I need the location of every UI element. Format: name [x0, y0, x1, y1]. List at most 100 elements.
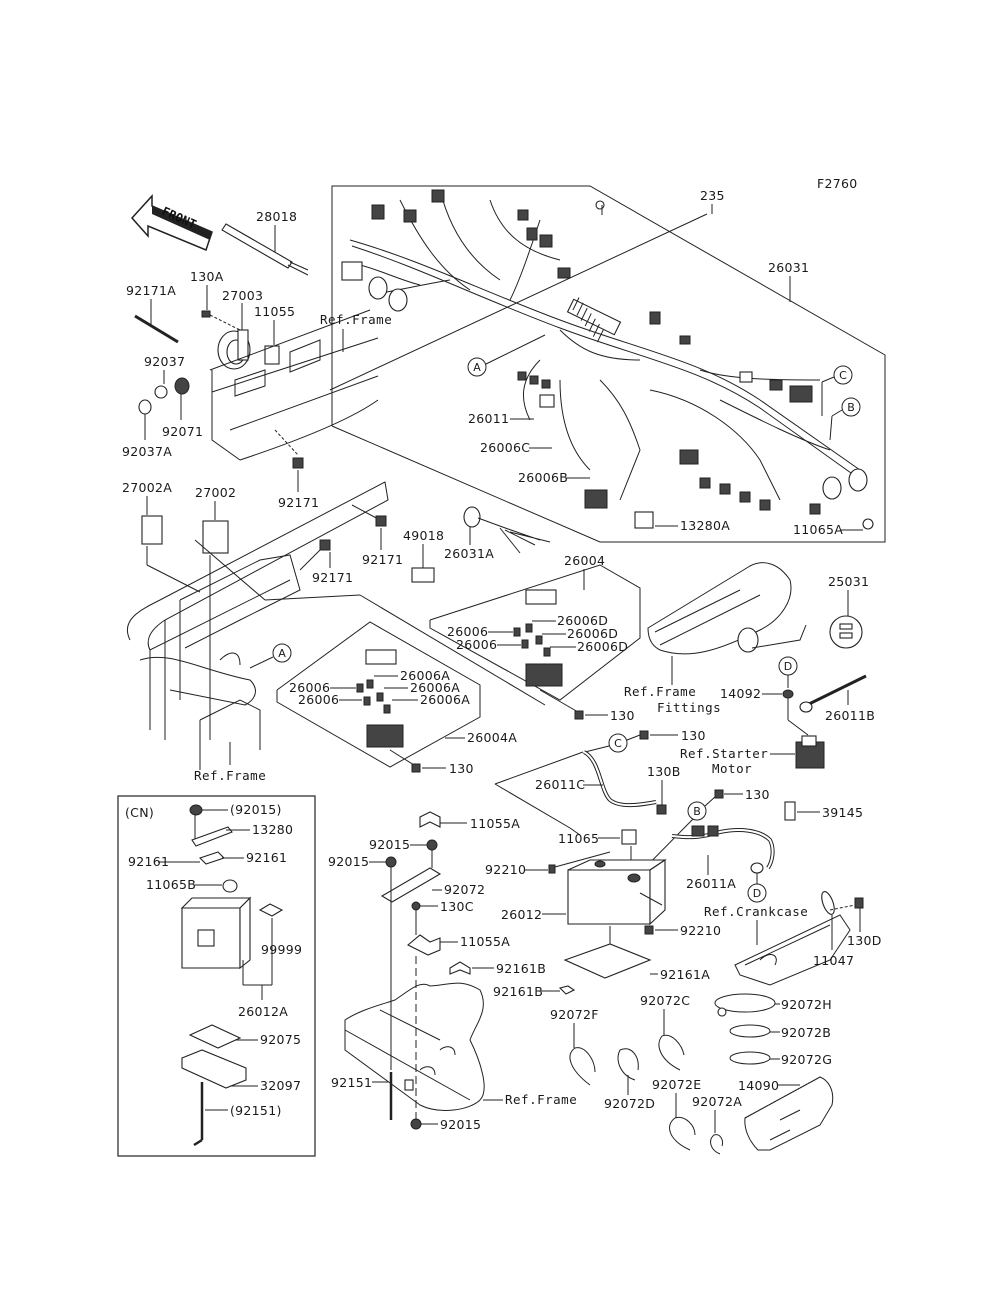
part-label: 13280A [680, 518, 730, 533]
fusebox-26004-group [429, 564, 641, 701]
part-label: 92072B [781, 1025, 831, 1040]
part-label: 11065 [558, 831, 599, 846]
clamp-92072A [710, 1134, 723, 1155]
part-label: 92072D [604, 1096, 655, 1111]
part-label: 32097 [260, 1078, 301, 1093]
relay [141, 515, 163, 545]
part-label: 26006 [447, 624, 488, 639]
battery-pad [188, 1024, 242, 1049]
svg-text:B: B [693, 805, 701, 818]
clip [292, 457, 304, 469]
part-label: 26031A [444, 546, 494, 561]
part-label: 26012A [238, 1004, 288, 1019]
clamp-92072D [617, 1048, 639, 1081]
part-label: 11065A [793, 522, 843, 537]
middle-frame [126, 481, 389, 770]
part-label: 26011B [825, 708, 875, 723]
part-label: 92161 [128, 854, 169, 869]
part-label: 130 [681, 728, 706, 743]
grommet [154, 385, 168, 399]
bracket-11055A [407, 934, 441, 956]
horn [217, 329, 251, 370]
part-label: 92161B [493, 984, 543, 999]
part-label: 130A [190, 269, 224, 284]
nut [644, 925, 654, 935]
fusebox-26004A-group [276, 621, 481, 768]
part-label: 92210 [485, 862, 526, 877]
cn-inset-label: (CN) [125, 805, 154, 820]
fuse-box [525, 663, 563, 687]
sub-harness-26031A [463, 506, 551, 554]
part-label: (92015) [230, 802, 282, 817]
part-label: 26012 [501, 907, 542, 922]
part-label: 92075 [260, 1032, 301, 1047]
figure-id: F2760 [817, 176, 858, 191]
connector [411, 567, 435, 583]
part-label: 26006A [420, 692, 470, 707]
part-label: 92072A [692, 1094, 742, 1109]
clip [375, 515, 387, 527]
part-label: 130D [847, 933, 882, 948]
bracket-11055A [419, 811, 441, 828]
callout-c [833, 365, 853, 385]
terminal-cover [621, 829, 637, 845]
bolt [574, 710, 584, 720]
part-label: 26006 [289, 680, 330, 695]
nut [410, 1118, 422, 1130]
part-label: 26004 [564, 553, 605, 568]
part-label: 130 [745, 787, 770, 802]
clamp-92072H [714, 993, 776, 1013]
part-label: 92072H [781, 997, 832, 1012]
fuse-box-cover [525, 589, 557, 605]
part-label: 26011A [686, 876, 736, 891]
cap [174, 377, 190, 395]
starter-relay [795, 735, 825, 769]
part-label: 26006D [557, 613, 608, 628]
part-label: 130B [647, 764, 681, 779]
clip [319, 539, 331, 551]
part-label: 92171 [278, 495, 319, 510]
part-label: 39145 [822, 805, 863, 820]
clamp-92072F [569, 1047, 596, 1086]
cn-inset: (CN) (92015) 13280 92161 92161 11065B 99… [117, 795, 316, 1157]
protector-cover-14090 [744, 1076, 834, 1151]
main-harness-group [331, 185, 886, 543]
terminal-cover [222, 879, 238, 893]
battery-hold-bracket [380, 867, 442, 903]
fuse-box-cover [365, 649, 397, 665]
pad-92161B [558, 985, 576, 995]
cap [782, 689, 794, 699]
ref-label: Ref.Frame [320, 312, 392, 327]
bolt [656, 804, 667, 815]
crankcase [734, 914, 851, 986]
part-label: 26006 [298, 692, 339, 707]
bracket [264, 345, 280, 365]
bolt [639, 730, 649, 740]
nut [426, 839, 438, 851]
callout-b [841, 397, 861, 417]
svg-text:C: C [614, 737, 622, 750]
bolt [411, 763, 421, 773]
nut [385, 856, 397, 868]
svg-text:B: B [847, 401, 855, 414]
part-label: 92171 [362, 552, 403, 567]
harness-outline [331, 185, 886, 543]
part-label: 92171A [126, 283, 176, 298]
part-label: 26031 [768, 260, 809, 275]
relay [202, 520, 229, 554]
bolt [411, 901, 421, 911]
part-label: 92037A [122, 444, 172, 459]
part-label: 92171 [312, 570, 353, 585]
part-label: 26006D [567, 626, 618, 641]
part-label: 26006A [410, 680, 460, 695]
callout-b [687, 801, 707, 821]
part-label: 92015 [369, 837, 410, 852]
part-label: 92071 [162, 424, 203, 439]
nut [548, 864, 556, 874]
battery-case [181, 1049, 247, 1089]
svg-text:D: D [784, 660, 792, 673]
part-label: 92072E [652, 1077, 701, 1092]
callout-c [608, 733, 628, 753]
ref-label: Fittings [657, 700, 721, 715]
